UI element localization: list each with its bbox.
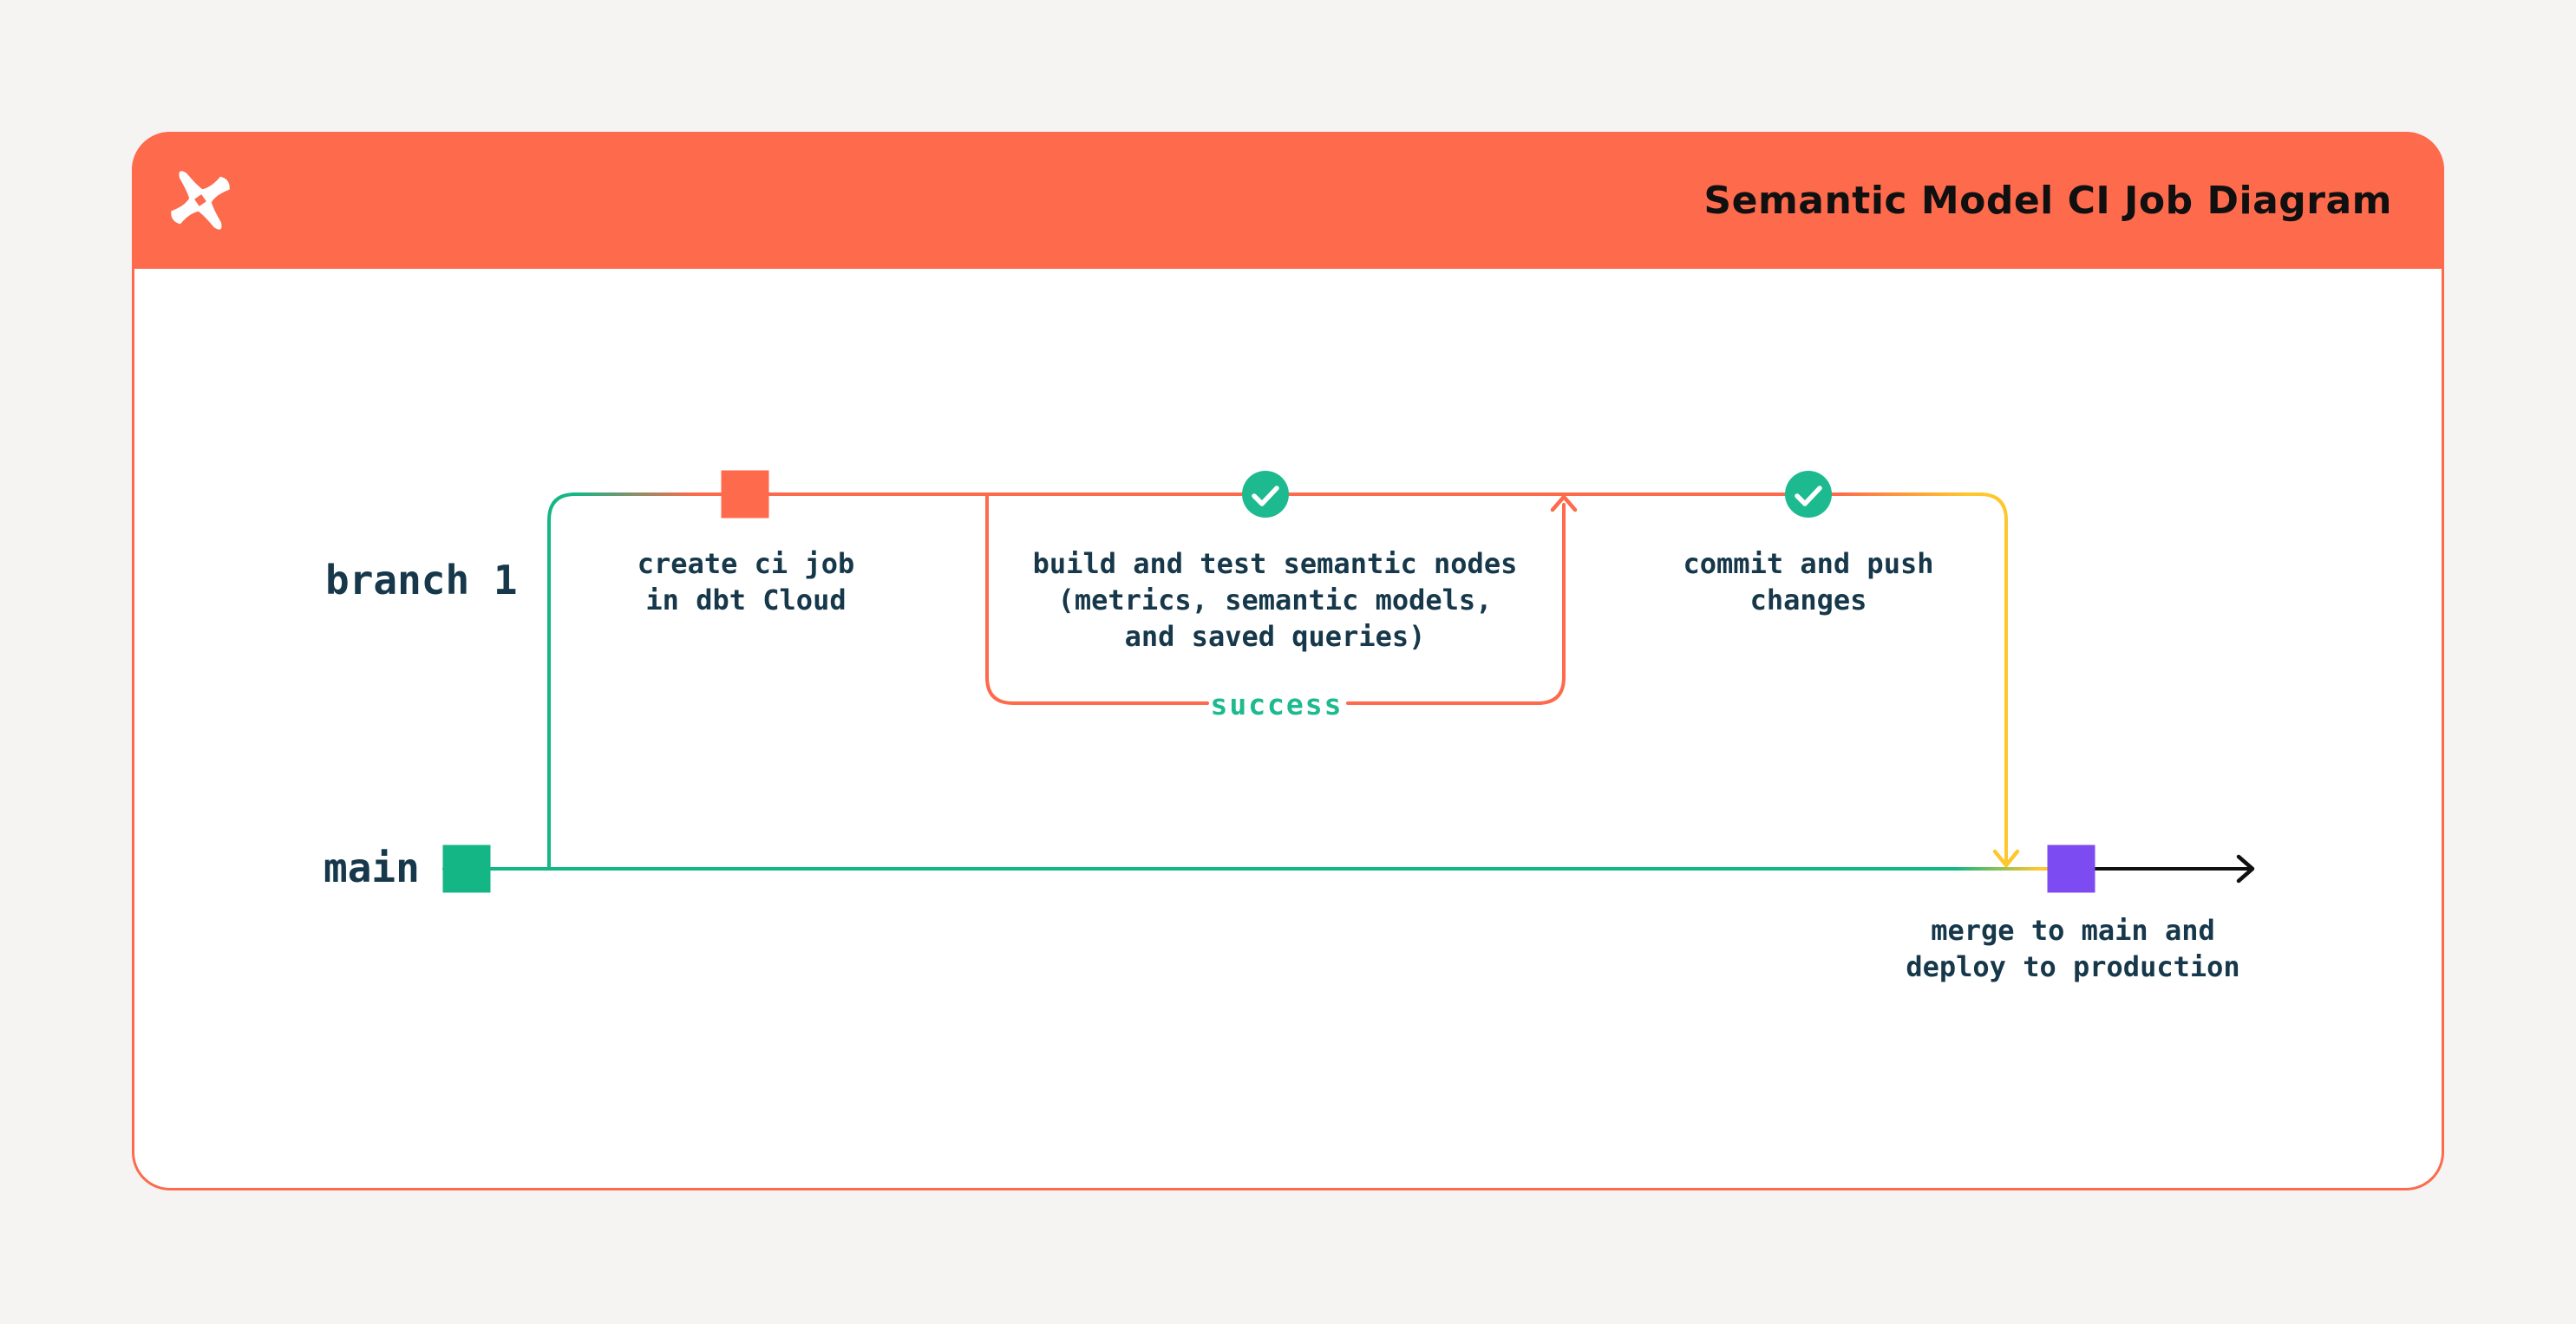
card-header: Semantic Model CI Job Diagram [132, 132, 2444, 269]
page-title: Semantic Model CI Job Diagram [1703, 178, 2392, 223]
diagram-card: Semantic Model CI Job Diagram [132, 132, 2444, 1190]
dbt-logo-icon [171, 171, 230, 230]
